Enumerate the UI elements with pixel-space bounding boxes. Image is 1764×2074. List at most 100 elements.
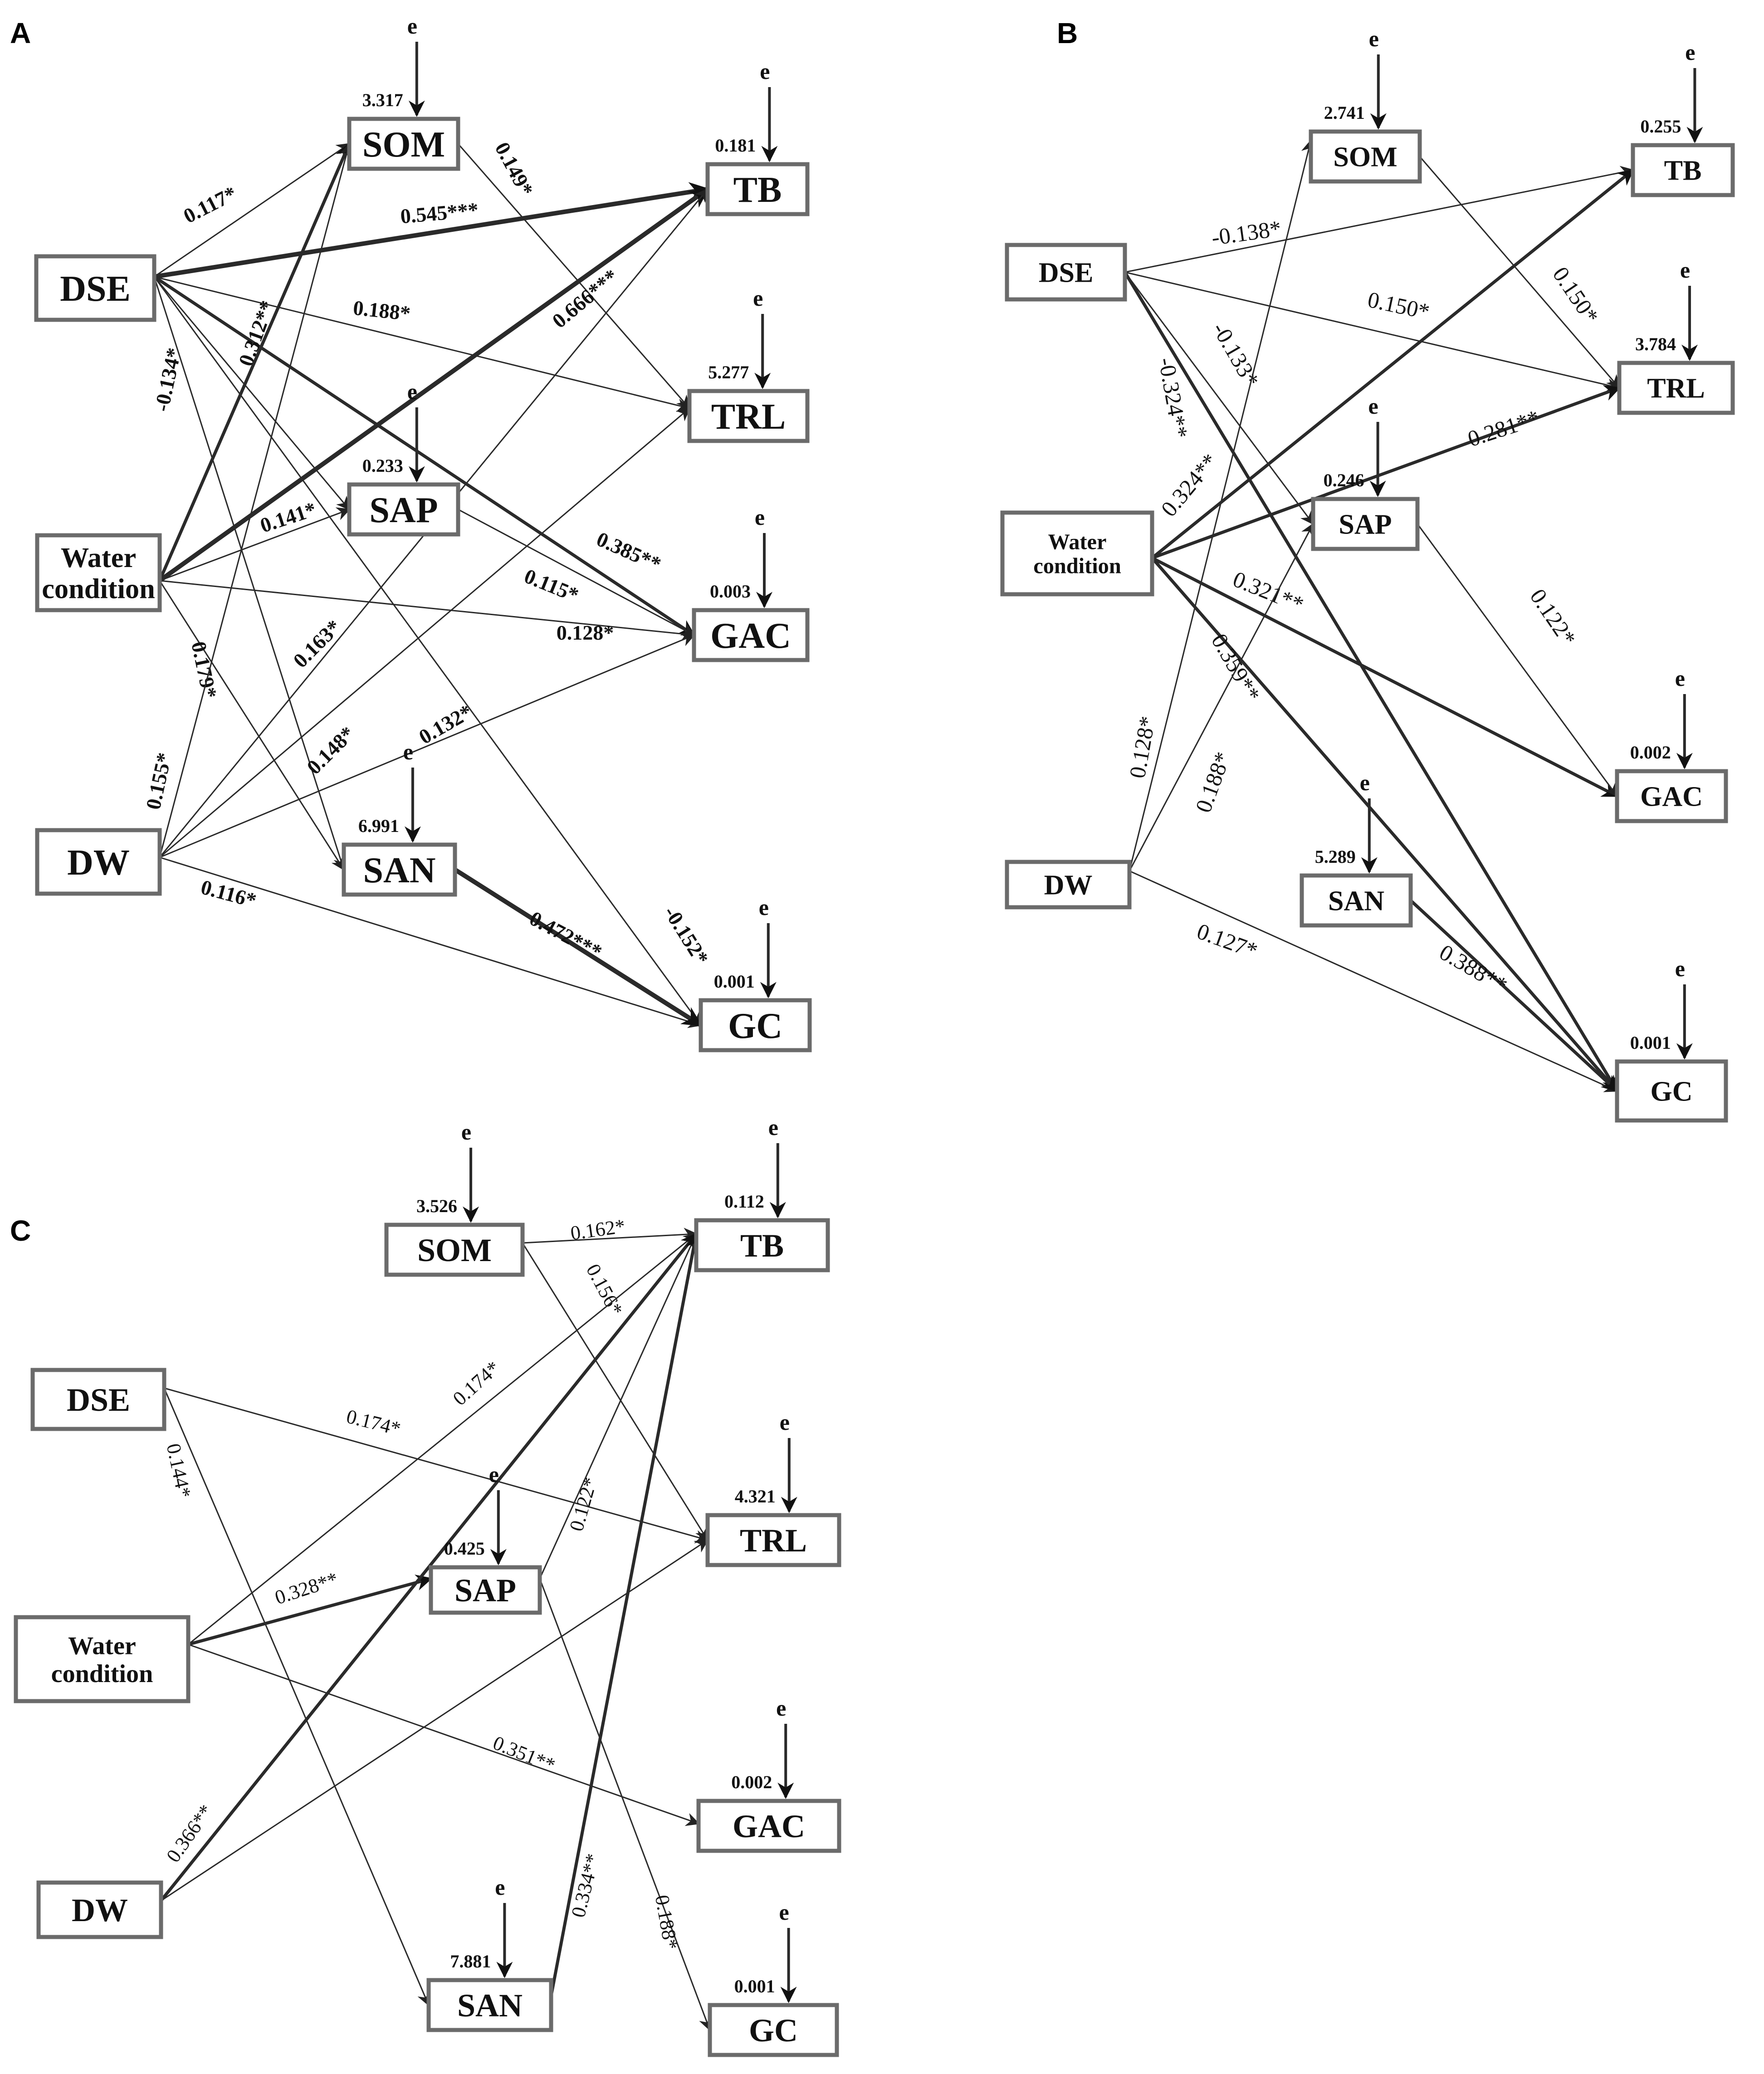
error-label: e	[759, 895, 769, 920]
edge-wc-to-sap	[159, 507, 351, 582]
edge-label-dw-som: 0.155*	[142, 751, 176, 812]
edge-label-sap-tb: 0.122*	[565, 1475, 601, 1534]
explained-variance: 3.526	[416, 1196, 457, 1216]
error-label: e	[1360, 770, 1370, 795]
edge-label-sap-gc: 0.188*	[651, 1893, 682, 1952]
node-dse: DSE	[34, 254, 156, 322]
node-label: DW	[67, 843, 130, 883]
node-label: SAN	[457, 1987, 523, 2024]
edge-label-san-gc: 0.472***	[526, 906, 606, 964]
edge-wc-to-trl	[1151, 385, 1621, 560]
edge-label-wc-trl: 0.281**	[1465, 405, 1543, 451]
node-box	[35, 828, 162, 896]
edge-dw-to-som	[159, 142, 353, 858]
explained-variance: 4.321	[735, 1486, 776, 1507]
node-label: DW	[1044, 870, 1093, 901]
node-label: SOM	[417, 1232, 492, 1268]
panel-a: A0.117*0.545***0.188*0.385**0.312**-0.15…	[10, 13, 812, 1052]
edge-dse-to-trl	[1124, 271, 1621, 392]
node-label-line: Water	[61, 542, 136, 573]
edge-label-dw-tb: 0.163*	[288, 615, 346, 672]
edge-label-dse-tb: -0.138*	[1210, 215, 1282, 250]
node-box	[342, 842, 457, 897]
error-label: e	[407, 13, 417, 39]
node-box	[1617, 361, 1735, 415]
node-box	[384, 1223, 525, 1277]
panel-c: C 0.162*0.156*0.174*0.144*0.174*0.328**0.…	[10, 1115, 841, 2057]
edge-label-dse-sap: -0.133*	[1207, 318, 1265, 391]
edge-sap-to-tb	[539, 1233, 698, 1579]
error-label: e	[1369, 26, 1379, 51]
node-box	[687, 389, 810, 443]
node-label-line: Water	[68, 1632, 136, 1660]
error-label: e	[1685, 39, 1695, 65]
edge-dw-to-trl	[159, 407, 691, 858]
edge-dse-to-tb	[154, 182, 710, 279]
error-label: e	[407, 379, 417, 404]
explained-variance: 0.233	[362, 455, 403, 476]
edge-dse-to-gc	[153, 276, 702, 1027]
edge-wc-to-gac	[188, 1644, 700, 1826]
node-box	[426, 1978, 553, 2032]
explained-variance: 0.002	[731, 1772, 772, 1792]
explained-variance: 5.289	[1315, 846, 1356, 867]
edge-dse-to-trl	[164, 1387, 709, 1544]
edge-dw-to-trl	[161, 1539, 709, 1902]
node-label: GAC	[1640, 782, 1703, 812]
edge-label-dse-trl: 0.188*	[352, 296, 411, 325]
edge-wc-to-tb	[188, 1233, 698, 1645]
node-box	[36, 1880, 163, 1939]
node-label: GAC	[733, 1808, 805, 1844]
edge-label-dw-sap: 0.188*	[1190, 748, 1236, 816]
edge-label-dse-gac: 0.385**	[593, 527, 665, 576]
node-label: TRL	[740, 1522, 807, 1559]
edge-wc-to-gac	[1151, 556, 1619, 798]
explained-variance: 6.991	[358, 816, 399, 836]
explained-variance: 0.181	[715, 135, 756, 156]
edge-wc-to-gc	[1151, 557, 1618, 1092]
error-label: e	[776, 1695, 786, 1721]
node-box	[1631, 143, 1735, 197]
edge-dse-to-gc	[1124, 271, 1618, 1093]
error-label: e	[461, 1119, 471, 1145]
edge-label-dse-som: 0.117*	[180, 181, 240, 228]
error-label: e	[1675, 956, 1685, 981]
error-label: e	[780, 1409, 790, 1435]
node-dw: DW	[36, 1880, 163, 1939]
node-dse: DSE	[30, 1368, 166, 1431]
node-box	[692, 608, 810, 662]
node-label: SOM	[1333, 142, 1397, 173]
node-box	[1005, 860, 1132, 910]
error-label: e	[1675, 665, 1685, 691]
node-box	[14, 1615, 191, 1703]
node-label: TRL	[711, 397, 786, 437]
edge-label-wc-tb: 0.174*	[449, 1357, 504, 1410]
node-box	[1005, 243, 1127, 302]
node-box	[35, 533, 162, 612]
edge-dw-to-gac	[159, 633, 695, 858]
node-box	[699, 998, 812, 1052]
node-gac: GAC e 0.002	[696, 1695, 841, 1853]
panel-letter-c: C	[10, 1214, 31, 1247]
edge-sap-to-gc	[539, 1578, 712, 2031]
explained-variance: 0.002	[1630, 742, 1671, 763]
error-label: e	[760, 59, 770, 84]
edge-label-dw-tb: 0.366**	[162, 1800, 217, 1866]
node-label: SAP	[369, 490, 438, 530]
error-label: e	[489, 1462, 499, 1487]
edge-label-dse-trl: 0.174*	[344, 1405, 403, 1440]
node-box	[347, 117, 460, 171]
node-box	[429, 1565, 542, 1615]
node-trl: TRL e 4.321	[705, 1409, 841, 1567]
edges: 0.162*0.156*0.174*0.144*0.174*0.328**0.3…	[160, 1215, 712, 2031]
